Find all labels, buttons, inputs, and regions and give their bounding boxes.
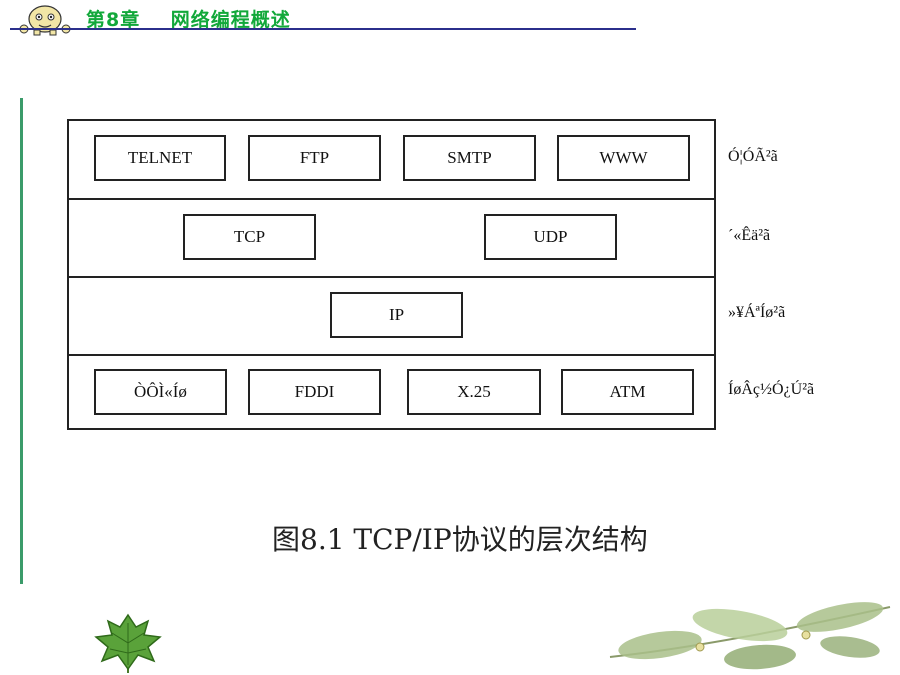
protocol-box-tcp: TCP [183, 214, 316, 260]
tcp-ip-layer-diagram: TELNET FTP SMTP WWW TCP UDP IP ÒÔÌ«Íø FD… [67, 119, 716, 430]
layer-label-transport: ´«Êä²ã [728, 227, 771, 244]
slide-header: 第8章 网络编程概述 [0, 0, 900, 40]
leaf-decoration-icon [94, 613, 162, 673]
application-layer: TELNET FTP SMTP WWW [69, 121, 714, 198]
figure-caption: 图8.1 TCP/IP协议的层次结构 [272, 523, 648, 556]
chapter-title: 第8章 网络编程概述 [86, 5, 291, 32]
transport-layer: TCP UDP [69, 198, 714, 276]
mascot-icon [19, 5, 71, 36]
layer-label-network-interface: ÍøÂç½Ó¿Ú²ã [728, 381, 815, 398]
protocol-box-fddi: FDDI [248, 369, 381, 415]
header-rule [10, 28, 636, 30]
branch-decoration-icon [609, 602, 891, 670]
chapter-number: 第8章 [86, 9, 141, 31]
protocol-box-ip: IP [330, 292, 463, 338]
side-rule [20, 98, 23, 584]
protocol-box-ftp: FTP [248, 135, 381, 181]
protocol-box-smtp: SMTP [403, 135, 536, 181]
protocol-box-x25: X.25 [407, 369, 541, 415]
layer-label-internet: »¥ÁªÍø²ã [728, 304, 786, 321]
network-interface-layer: ÒÔÌ«Íø FDDI X.25 ATM [69, 354, 714, 428]
chapter-name: 网络编程概述 [170, 9, 291, 31]
protocol-box-www: WWW [557, 135, 690, 181]
layer-label-application: Ó¦ÓÃ²ã [728, 148, 778, 165]
protocol-box-ethernet: ÒÔÌ«Íø [94, 369, 227, 415]
protocol-box-atm: ATM [561, 369, 694, 415]
protocol-box-telnet: TELNET [94, 135, 226, 181]
internet-layer: IP [69, 276, 714, 354]
protocol-box-udp: UDP [484, 214, 617, 260]
